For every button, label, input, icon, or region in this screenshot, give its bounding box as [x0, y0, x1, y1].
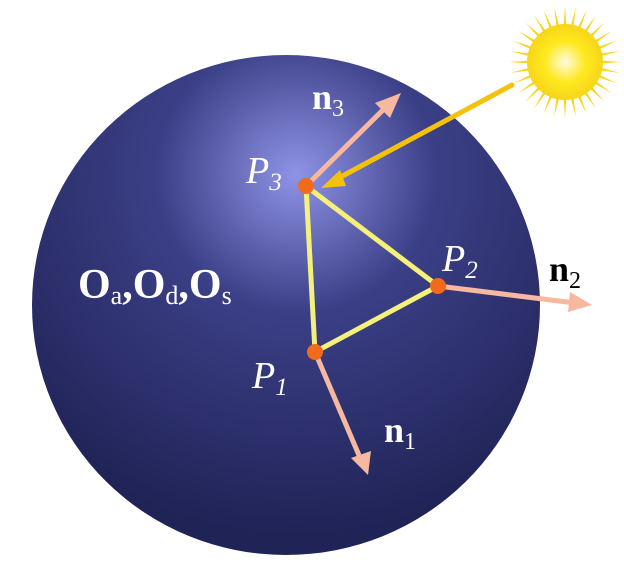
- sun-ray: [518, 79, 538, 94]
- sun-ray: [563, 96, 567, 118]
- vertex-p2-dot: [430, 278, 446, 294]
- sun-ray: [576, 92, 587, 114]
- normal-n3-arrow: [304, 93, 401, 188]
- material-coefficients-label: Oa,Od,Os: [78, 262, 232, 310]
- normal-n2-arrow: [437, 283, 592, 312]
- sun-ray: [563, 6, 567, 28]
- triangle: [303, 183, 441, 355]
- sphere: [32, 55, 540, 555]
- sun-ray: [582, 15, 597, 35]
- sun-ray: [595, 73, 617, 84]
- sun-ray: [554, 7, 560, 29]
- sun-ray: [592, 79, 612, 94]
- sun-ray: [525, 85, 542, 102]
- sun-ray: [513, 40, 535, 51]
- sun-ray: [510, 67, 532, 73]
- vertex-p3-dot: [298, 178, 314, 194]
- sun-ray: [595, 40, 617, 51]
- sun-ray: [570, 7, 576, 29]
- sun-ray: [588, 85, 605, 102]
- light-ray-arrow: [321, 82, 515, 188]
- sun-ray: [510, 51, 532, 57]
- sun-ray: [598, 51, 620, 57]
- sun-ray: [598, 67, 620, 73]
- normal-n1-label: n1: [384, 410, 416, 455]
- sun-core: [527, 24, 603, 100]
- sun-ray: [588, 22, 605, 39]
- normal-n3-label: n3: [312, 77, 344, 122]
- sun-ray: [509, 60, 531, 64]
- vertex-p3-label: P3: [245, 150, 282, 196]
- sun-ray: [592, 30, 612, 45]
- sun-ray: [570, 95, 576, 117]
- sun-ray: [554, 95, 560, 117]
- sun-ray: [599, 60, 621, 64]
- sun-ray: [543, 92, 554, 114]
- sun-ray: [576, 10, 587, 32]
- sun-icon: [509, 6, 621, 118]
- vertex-p1-label: P1: [251, 355, 288, 401]
- vertex-p1-dot: [307, 344, 323, 360]
- normal-n1-arrow: [312, 351, 371, 475]
- vertex-p2-label: P2: [441, 238, 478, 284]
- normal-n2-label: n2: [549, 249, 581, 294]
- sun-ray: [518, 30, 538, 45]
- sun-ray: [533, 15, 548, 35]
- sun-ray: [543, 10, 554, 32]
- sun-ray: [533, 89, 548, 109]
- sun-ray: [513, 73, 535, 84]
- sun-ray: [525, 22, 542, 39]
- sun-ray: [582, 89, 597, 109]
